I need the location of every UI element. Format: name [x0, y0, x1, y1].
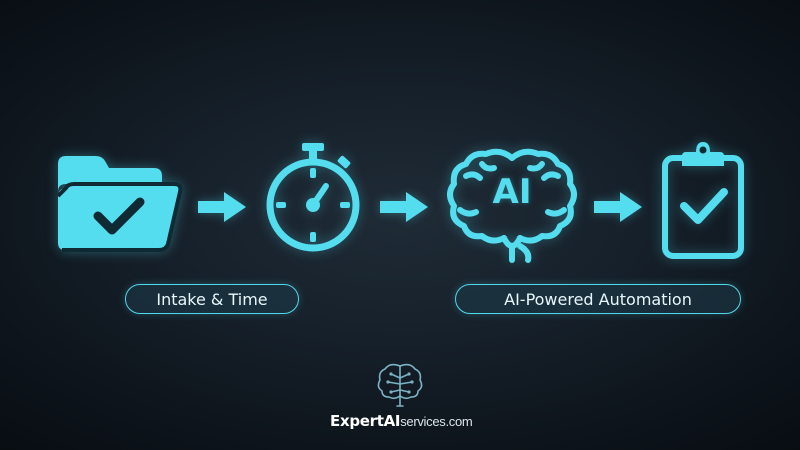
stopwatch-icon: [266, 143, 360, 252]
brain-ai-icon: [447, 148, 577, 263]
clipboard-check-icon: [662, 142, 744, 259]
arrow-right-icon: [380, 192, 428, 222]
tree-brain-logo-icon: [377, 363, 423, 407]
brand-wordmark: ExpertAIservices.com: [330, 412, 473, 430]
arrow-right-icon: [198, 192, 246, 222]
brand-name: ExpertAI: [330, 412, 401, 430]
folder-check-icon: [56, 156, 183, 252]
brain-ai-icon-text: AI: [492, 172, 532, 212]
brand-logo: ExpertAIservices.com: [330, 360, 473, 440]
ai-automation-label: AI-Powered Automation: [455, 284, 741, 314]
brand-domain: services.com: [400, 414, 473, 429]
arrow-right-icon: [594, 192, 642, 222]
intake-time-label: Intake & Time: [125, 284, 299, 314]
